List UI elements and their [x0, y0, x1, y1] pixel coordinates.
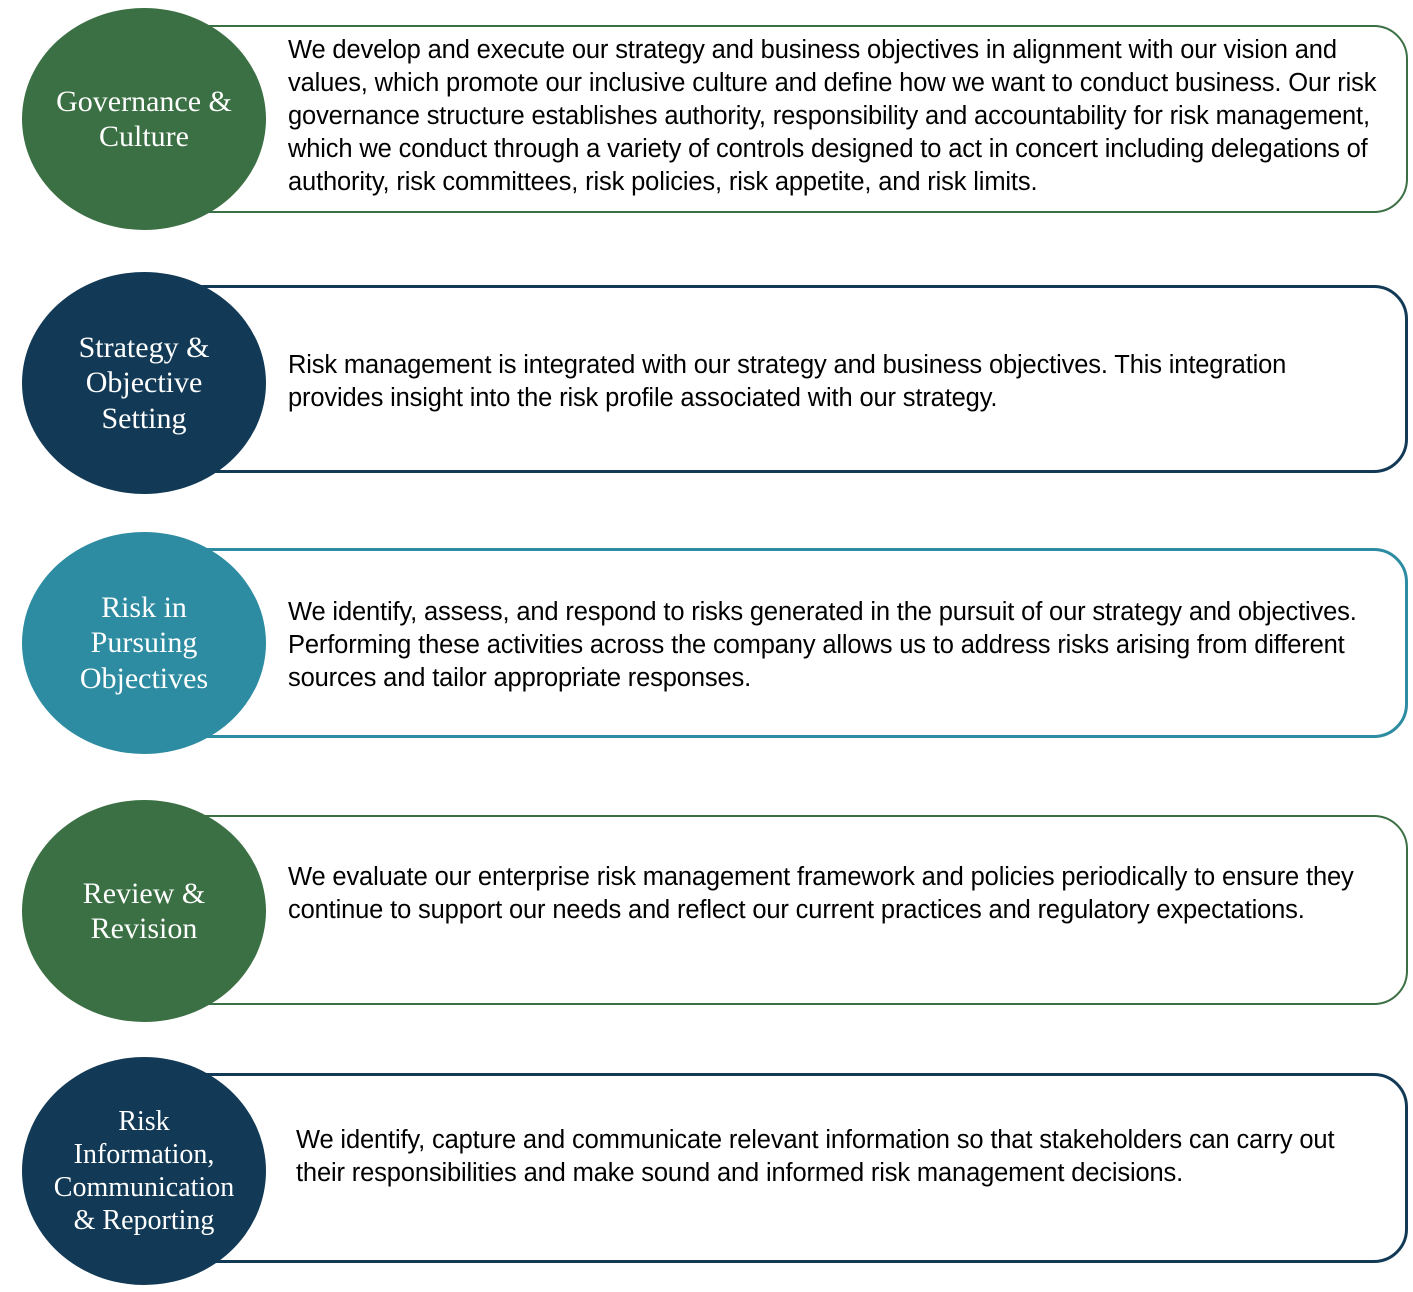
component-circle: Review & Revision [22, 800, 266, 1022]
description-panel [170, 1073, 1408, 1263]
component-circle-label: Risk Information, Communication & Report… [53, 1105, 235, 1237]
component-circle: Risk Information, Communication & Report… [22, 1057, 266, 1285]
description-text: We identify, assess, and respond to risk… [288, 598, 1357, 692]
component-circle: Strategy & Objective Setting [22, 272, 266, 494]
description-panel [170, 285, 1408, 473]
component-circle-label: Review & Revision [82, 876, 206, 945]
component-circle-label: Governance & Culture [56, 84, 232, 153]
description-text: We develop and execute our strategy and … [288, 36, 1377, 196]
description-panel [170, 548, 1408, 738]
description-panel [170, 25, 1408, 213]
description-text: We evaluate our enterprise risk manageme… [288, 863, 1354, 924]
component-circle: Risk in Pursuing Objectives [22, 532, 266, 754]
component-circle-label: Strategy & Objective Setting [78, 330, 210, 435]
component-circle-label: Risk in Pursuing Objectives [79, 590, 209, 695]
component-circle: Governance & Culture [22, 8, 266, 230]
description-text: We identify, capture and communicate rel… [296, 1126, 1335, 1187]
description-panel [170, 815, 1408, 1005]
description-text: Risk management is integrated with our s… [288, 351, 1287, 412]
